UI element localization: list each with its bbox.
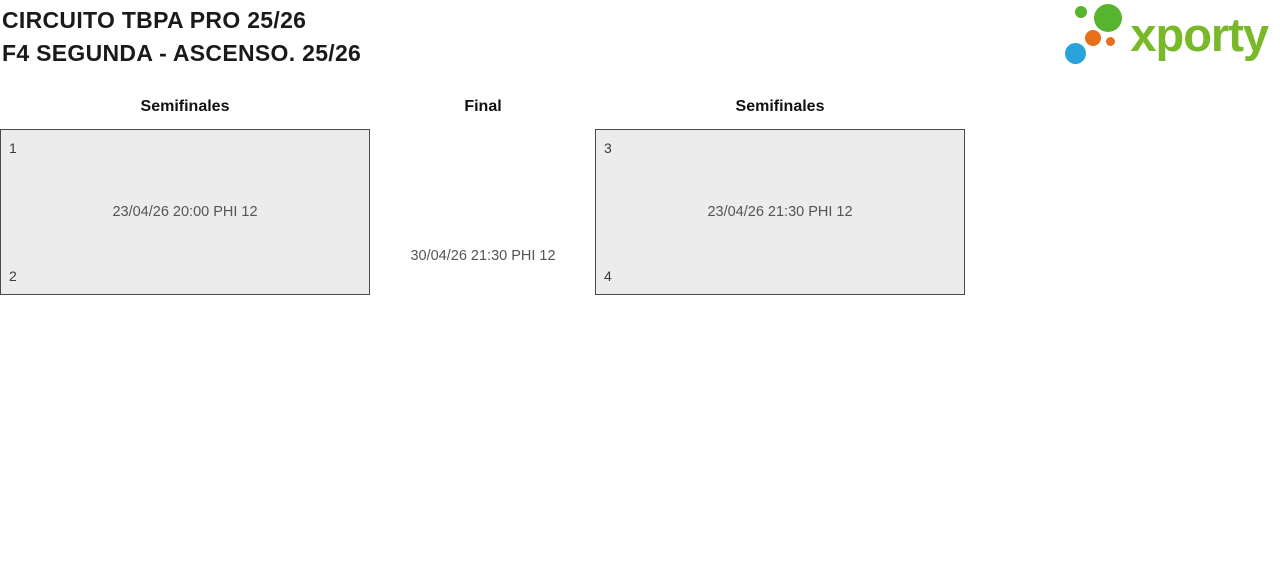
match-schedule: 30/04/26 21:30 PHI 12 <box>410 248 556 264</box>
logo-dot-orange-icon <box>1085 30 1102 46</box>
logo-dot-green-small-icon <box>1075 6 1088 18</box>
match-schedule: 23/04/26 21:30 PHI 12 <box>707 204 853 220</box>
seed-number-bottom: 4 <box>604 268 612 284</box>
seed-number-top: 3 <box>604 140 612 156</box>
xporty-logo-text: xporty <box>1130 8 1269 61</box>
round-header-semifinals-right: Semifinales <box>735 98 825 115</box>
round-header-semifinals-left: Semifinales <box>140 98 230 115</box>
tournament-title: CIRCUITO TBPA PRO 25/26 <box>2 7 307 33</box>
semifinal-match-1[interactable]: 1 23/04/26 20:00 PHI 12 2 <box>0 129 370 295</box>
logo-dot-orange-small-icon <box>1106 37 1116 46</box>
match-schedule: 23/04/26 20:00 PHI 12 <box>112 204 258 220</box>
semifinal-match-2[interactable]: 3 23/04/26 21:30 PHI 12 4 <box>595 129 965 295</box>
round-header-final: Final <box>464 98 502 115</box>
logo-dot-green-big-icon <box>1094 4 1123 32</box>
logo-dot-blue-icon <box>1065 43 1087 64</box>
final-match[interactable]: 30/04/26 21:30 PHI 12 <box>370 247 596 265</box>
xporty-dots-icon <box>1064 3 1124 67</box>
seed-number-bottom: 2 <box>9 268 17 284</box>
xporty-logo: xporty <box>1064 2 1272 68</box>
category-title: F4 SEGUNDA - ASCENSO. 25/26 <box>2 40 362 66</box>
page-title: CIRCUITO TBPA PRO 25/26 F4 SEGUNDA - ASC… <box>2 4 361 70</box>
seed-number-top: 1 <box>9 140 17 156</box>
